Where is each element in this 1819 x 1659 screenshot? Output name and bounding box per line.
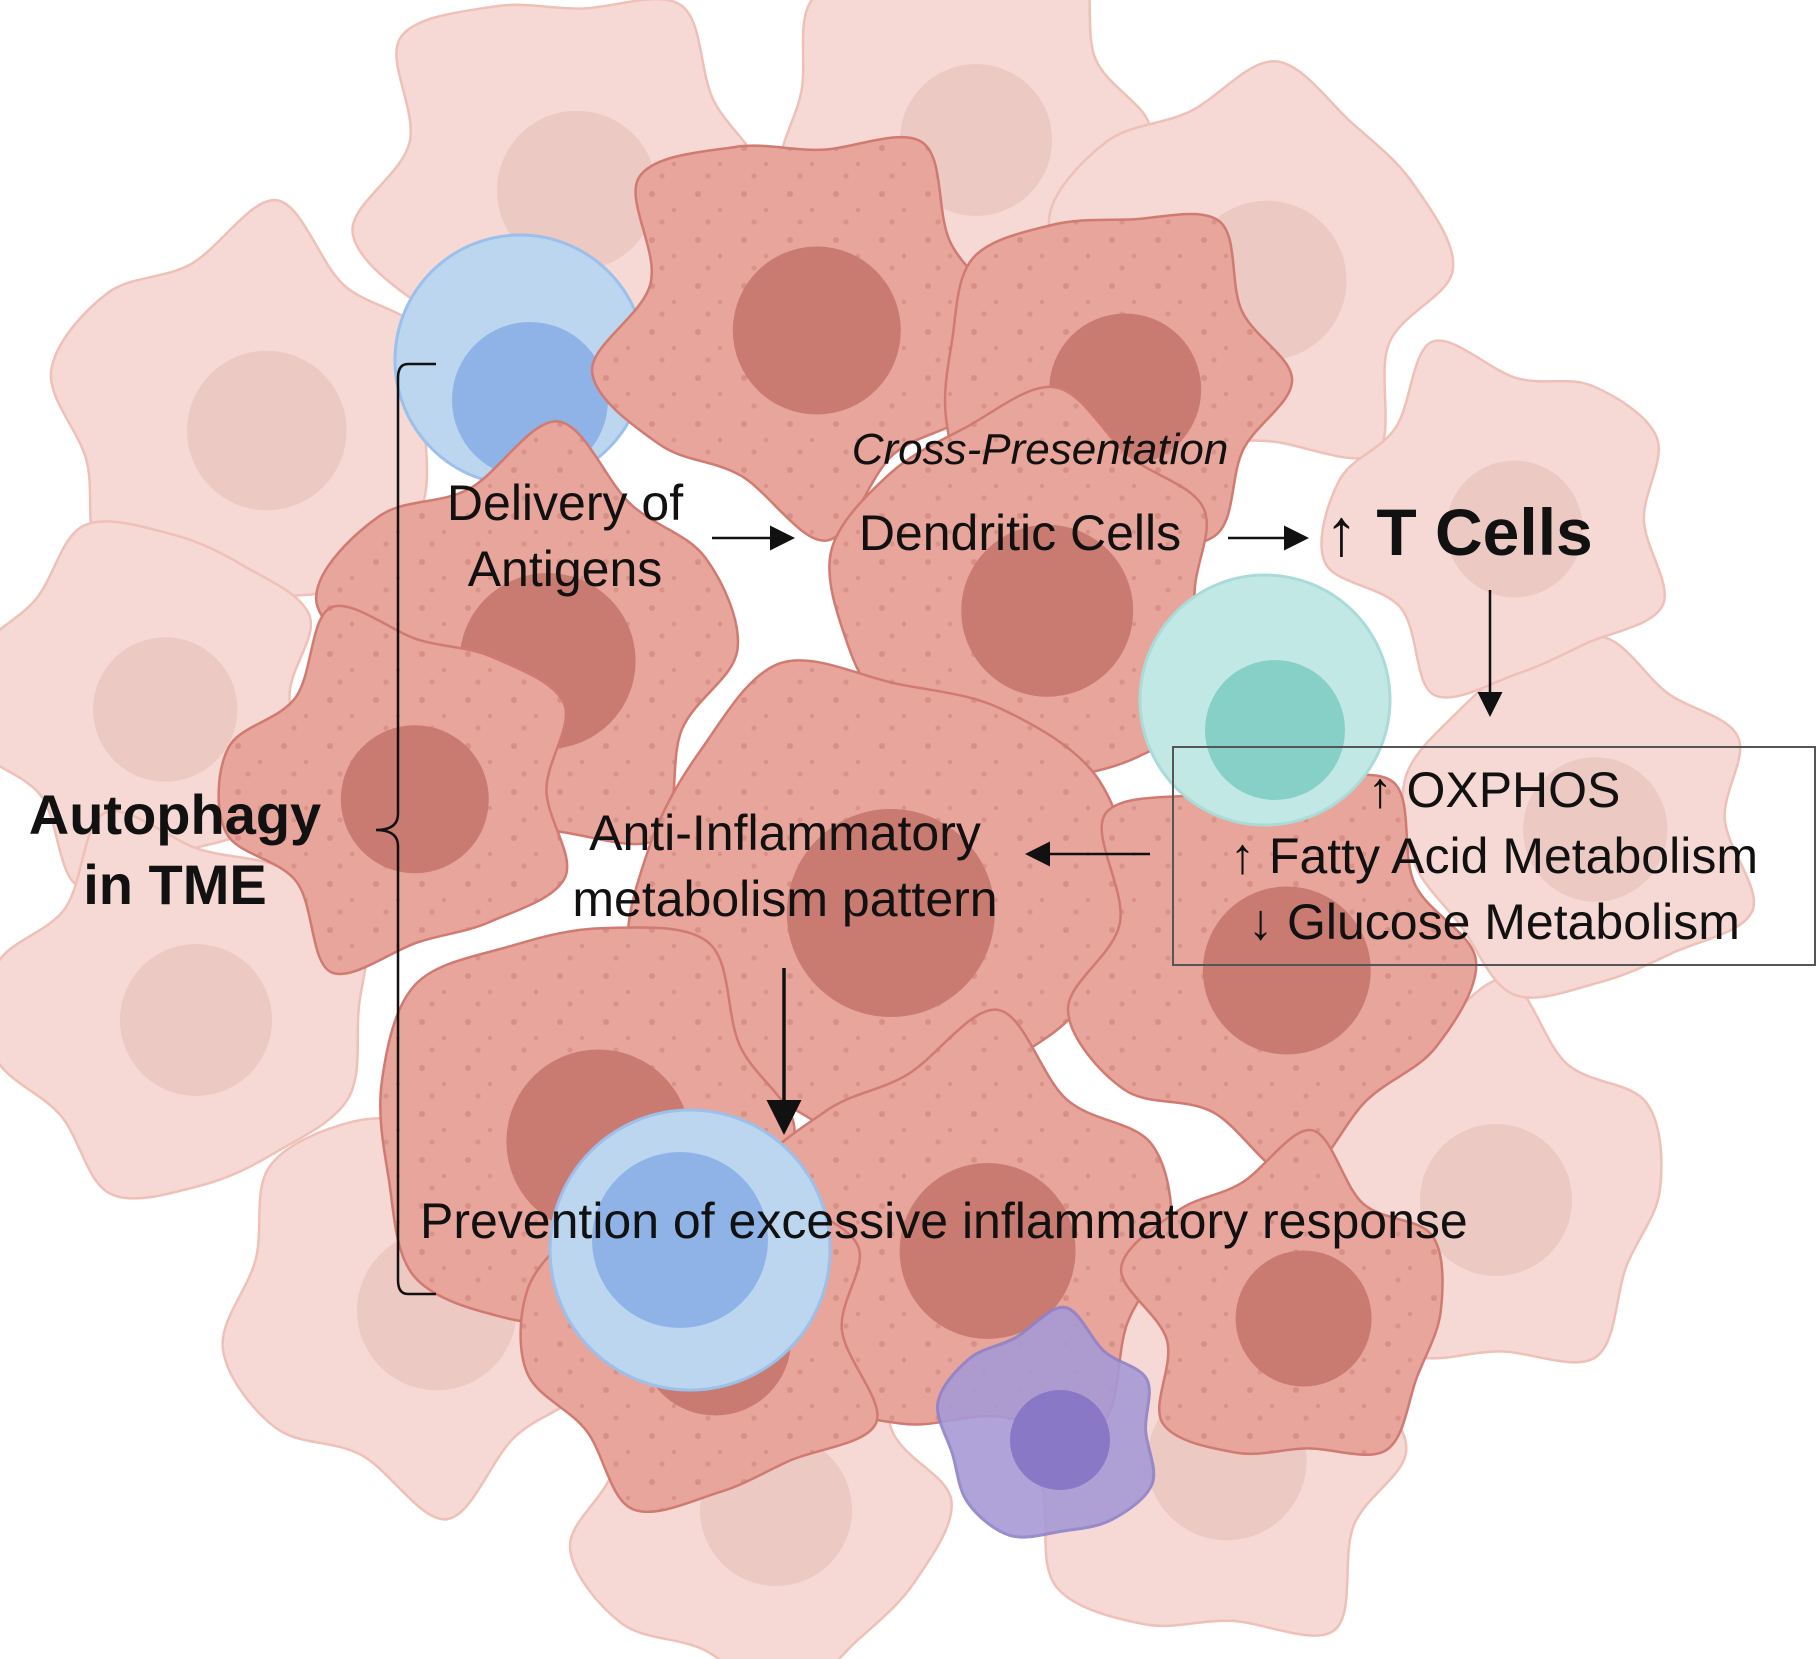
oxphos-line: ↑ OXPHOS: [1367, 762, 1621, 818]
prevention-node: Prevention of excessive inflammatory res…: [420, 1193, 1468, 1249]
autophagy-label-line-2: in TME: [83, 853, 267, 916]
autophagy-label-line-1: Autophagy: [28, 783, 322, 846]
cell-shape: [49, 199, 429, 604]
cross-presentation-label: Cross-Presentation: [851, 425, 1229, 474]
cell-shape: [1066, 773, 1478, 1180]
t-cell-nucleus: [1205, 660, 1345, 800]
cell-shape: [1401, 634, 1756, 999]
dendritic-cell-nucleus: [1010, 1390, 1110, 1490]
autophagy-bracket: [375, 362, 436, 1296]
cell-shape: [1119, 1128, 1444, 1456]
fatty-acid-line: ↑ Fatty Acid Metabolism: [1230, 828, 1758, 884]
metabolism-box: [1172, 746, 1816, 966]
t-cells-node: ↑ T Cells: [1325, 495, 1593, 569]
delivery-line-2: Antigens: [467, 541, 663, 597]
cell-shape: [590, 135, 1006, 542]
delivery-line-1: Delivery of: [446, 475, 684, 531]
dendritic-cells-node: Dendritic Cells: [858, 505, 1182, 561]
metabolism-box-text: ↑ OXPHOS ↑ Fatty Acid Metabolism ↓ Gluco…: [1172, 757, 1816, 955]
glucose-line: ↓ Glucose Metabolism: [1248, 894, 1740, 950]
cell-shape: [217, 604, 569, 976]
anti-inflammatory-line-1: Anti-Inflammatory: [589, 805, 981, 861]
cell-shape: [749, 1008, 1173, 1433]
background-faded-cells: [0, 0, 1756, 1659]
immune-cell-nucleus: [592, 1152, 768, 1328]
anti-inflammatory-node: Anti-Inflammatory metabolism pattern: [520, 800, 1050, 932]
cell-shape: [0, 809, 370, 1200]
foreground-immune-cells: [548, 573, 1392, 1539]
autophagy-in-tme-label: Autophagy in TME: [0, 780, 350, 920]
cell-shape: [1320, 339, 1666, 699]
anti-inflammatory-line-2: metabolism pattern: [572, 871, 998, 927]
delivery-of-antigens-node: Delivery of Antigens: [400, 470, 730, 602]
